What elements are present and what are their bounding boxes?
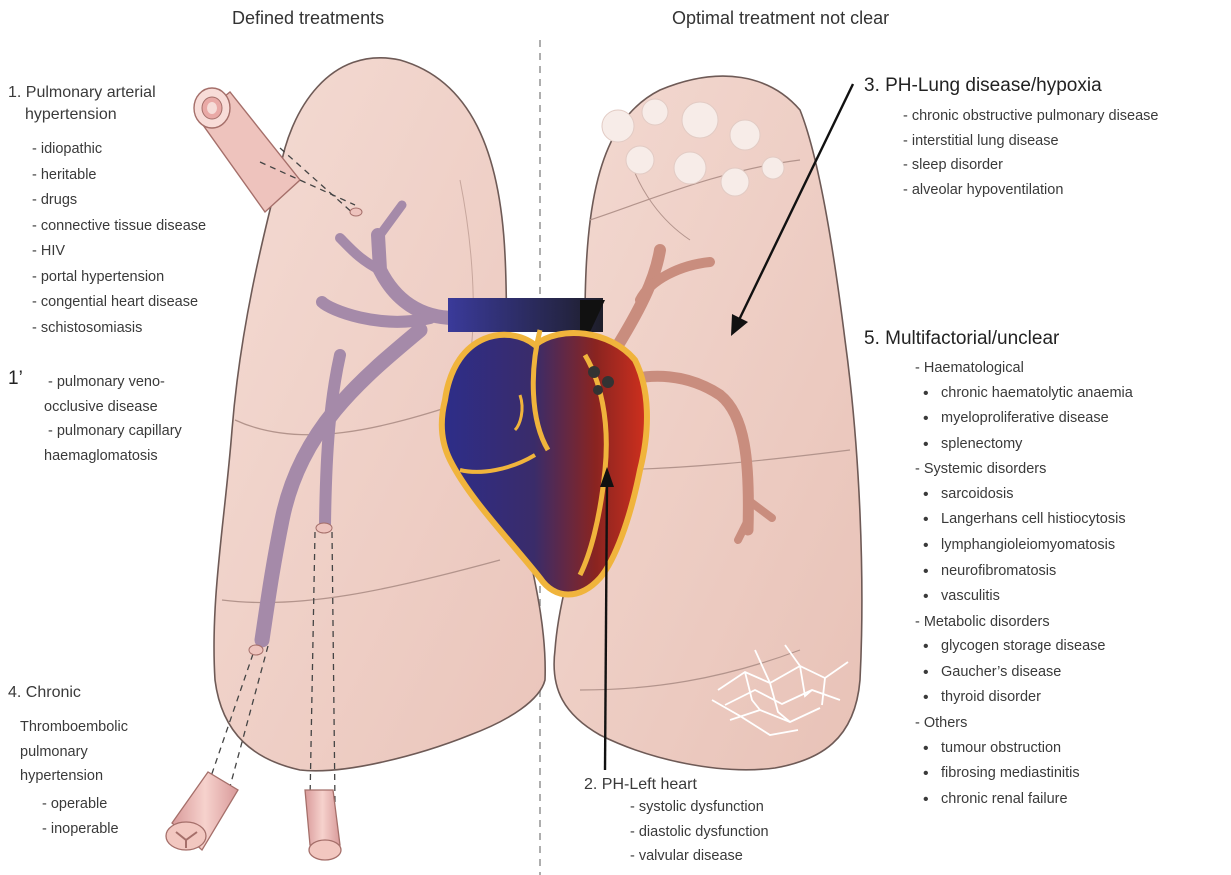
artery-tube-bottom-left xyxy=(166,772,238,850)
group1-title: 1. Pulmonary arterial xyxy=(8,84,156,102)
list-item: - diastolic dysfunction xyxy=(630,820,769,845)
list-item: Langerhans cell histiocytosis xyxy=(915,507,1133,533)
pulmonary-trunk xyxy=(448,298,603,332)
list-item: - alveolar hypoventilation xyxy=(903,178,1158,203)
list-item: - heritable xyxy=(32,163,206,189)
list-item: fibrosing mediastinitis xyxy=(915,761,1133,787)
list-item: vasculitis xyxy=(915,584,1133,610)
list-item: - congential heart disease xyxy=(32,290,206,316)
list-item: - drugs xyxy=(32,188,206,214)
list-item: - inoperable xyxy=(42,817,119,842)
list-item: haemaglomatosis xyxy=(44,444,182,469)
list-item: - systolic dysfunction xyxy=(630,795,769,820)
category-label: - Others xyxy=(915,711,1133,736)
group1-title-cont: hypertension xyxy=(25,106,117,124)
list-item: occlusive disease xyxy=(44,395,182,420)
group1-list: - idiopathic - heritable - drugs - conne… xyxy=(32,137,206,341)
list-item: - chronic obstructive pulmonary disease xyxy=(903,104,1158,129)
list-item: - pulmonary capillary xyxy=(48,419,182,444)
list-item: Thromboembolic xyxy=(20,715,128,740)
list-item: sarcoidosis xyxy=(915,482,1133,508)
group3-list: - chronic obstructive pulmonary disease … xyxy=(903,104,1158,202)
category-label: - Metabolic disorders xyxy=(915,610,1133,635)
list-item: lymphangioleiomyomatosis xyxy=(915,533,1133,559)
category-label: - Systemic disorders xyxy=(915,457,1133,482)
list-item: myeloproliferative disease xyxy=(915,406,1133,432)
list-item: chronic renal failure xyxy=(915,787,1133,813)
list-item: glycogen storage disease xyxy=(915,634,1133,660)
list-item: hypertension xyxy=(20,764,128,789)
list-item: - connective tissue disease xyxy=(32,214,206,240)
group2-title: 2. PH-Left heart xyxy=(584,776,697,794)
group2-list: - systolic dysfunction - diastolic dysfu… xyxy=(630,795,769,869)
list-item: - interstitial lung disease xyxy=(903,129,1158,154)
list-item: - operable xyxy=(42,792,119,817)
list-item: - HIV xyxy=(32,239,206,265)
list-item: - valvular disease xyxy=(630,844,769,869)
list-item: splenectomy xyxy=(915,432,1133,458)
list-item: pulmonary xyxy=(20,740,128,765)
group5-list: - Haematological chronic haematolytic an… xyxy=(915,356,1133,812)
list-item: - pulmonary veno- xyxy=(48,370,182,395)
group4-title: 4. Chronic xyxy=(8,684,81,702)
list-item: - schistosomiasis xyxy=(32,316,206,342)
header-defined-treatments: Defined treatments xyxy=(232,8,384,29)
category-label: - Haematological xyxy=(915,356,1133,381)
list-item: tumour obstruction xyxy=(915,736,1133,762)
list-item: - idiopathic xyxy=(32,137,206,163)
list-item: - sleep disorder xyxy=(903,153,1158,178)
list-item: - portal hypertension xyxy=(32,265,206,291)
group1prime-list: - pulmonary veno- occlusive disease - pu… xyxy=(48,370,182,468)
group4-subtitle: Thromboembolic pulmonary hypertension xyxy=(20,715,128,789)
group1prime-label: 1’ xyxy=(8,368,23,390)
group3-title: 3. PH-Lung disease/hypoxia xyxy=(864,75,1102,97)
list-item: chronic haematolytic anaemia xyxy=(915,381,1133,407)
list-item: thyroid disorder xyxy=(915,685,1133,711)
group5-title: 5. Multifactorial/unclear xyxy=(864,328,1059,350)
header-optimal-treatment-not-clear: Optimal treatment not clear xyxy=(672,8,889,29)
list-item: Gaucher’s disease xyxy=(915,660,1133,686)
group4-list: - operable - inoperable xyxy=(42,792,119,841)
list-item: neurofibromatosis xyxy=(915,559,1133,585)
